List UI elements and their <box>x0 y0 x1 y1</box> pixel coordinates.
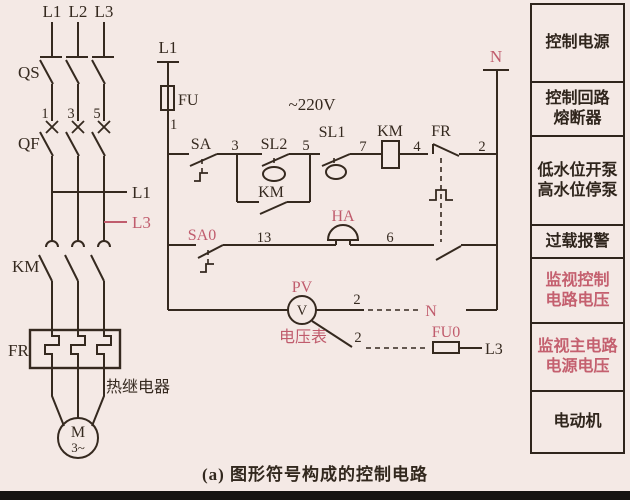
motor-lead-wires <box>51 368 105 427</box>
fr-main-label: FR <box>8 341 29 360</box>
fr-contact-label: FR <box>431 123 451 140</box>
l1-tap-label: L1 <box>132 183 151 202</box>
fu-fuse <box>160 85 175 111</box>
wire-13-label: 13 <box>257 230 272 246</box>
control-l1-label: L1 <box>159 38 178 57</box>
phase-label-l1: L1 <box>43 2 62 21</box>
qs-disconnect-switch <box>39 59 106 121</box>
wire-6-label: 6 <box>386 230 393 246</box>
km-coil-label: KM <box>377 123 403 140</box>
qf-label: QF <box>18 134 40 153</box>
bottom-bar <box>0 491 630 500</box>
fu0-fuse <box>432 341 460 354</box>
wire-2l3-label: 2 <box>354 330 361 346</box>
voltmeter-letter: V <box>297 303 308 319</box>
legend-column: 控制电源 控制回路 熔断器 低水位开泵 高水位停泵 过载报警 监视控制 电路电压… <box>530 3 625 454</box>
fu-label: FU <box>178 92 199 109</box>
ha-alarm-horn <box>327 224 359 245</box>
phase-label-l3: L3 <box>95 2 114 21</box>
neutral-top-label: N <box>490 47 502 66</box>
legend-item-control-fuse: 控制回路 熔断器 <box>532 81 623 135</box>
sa0-switch <box>197 244 224 273</box>
legend-item-monitor-control-voltage: 监视控制 电路电压 <box>532 257 623 322</box>
breaker-cross-marks <box>45 120 111 134</box>
qs-label: QS <box>18 63 40 82</box>
l3-tap-label: L3 <box>132 213 151 232</box>
heater-element <box>70 330 86 368</box>
thermal-relay-box <box>28 328 122 370</box>
wire-7-label: 7 <box>359 139 366 155</box>
manual-operator-icon <box>200 263 214 273</box>
fr-nc-contact <box>432 143 460 157</box>
float-icon <box>262 166 286 182</box>
float-icon <box>325 164 347 180</box>
sl2-label: SL2 <box>261 136 288 153</box>
wire-2-label: 2 <box>478 139 485 155</box>
sa0-label: SA0 <box>188 227 216 244</box>
sa-switch <box>189 153 218 182</box>
motor-phase-label: 3~ <box>71 440 85 455</box>
terminal-1-label: 1 <box>41 106 48 122</box>
wire-1-label: 1 <box>170 117 177 133</box>
km-coil <box>381 140 400 169</box>
fr-alarm-contact <box>435 245 462 261</box>
wire-4-label: 4 <box>413 139 421 155</box>
legend-item-motor: 电动机 <box>532 390 623 452</box>
fu0-label: FU0 <box>432 324 460 341</box>
phase-input-wires <box>51 22 105 57</box>
sl1-float-switch <box>321 153 351 180</box>
neutral-mid-label: N <box>425 303 437 320</box>
main-power-circuit <box>28 22 127 459</box>
km-aux-label: KM <box>258 184 284 201</box>
motor-circle <box>57 417 99 459</box>
manual-operator-icon <box>194 172 208 182</box>
legend-item-control-power: 控制电源 <box>545 34 610 51</box>
ha-label: HA <box>331 208 355 225</box>
l3-out-label: L3 <box>485 341 503 358</box>
legend-item-overload-alarm: 过载报警 <box>532 224 623 257</box>
thermal-relay-name: 热继电器 <box>106 378 170 396</box>
km-main-contacts <box>38 240 111 330</box>
voltage-label: ~220V <box>289 95 337 114</box>
qf-circuit-breaker <box>39 120 111 241</box>
terminal-5-label: 5 <box>93 106 100 122</box>
legend-item-monitor-main-voltage: 监视主电路 电源电压 <box>532 322 623 390</box>
figure-caption: (a) 图形符号构成的控制电路 <box>201 465 429 484</box>
voltmeter-name: 电压表 <box>279 328 327 346</box>
phase-label-l2: L2 <box>69 2 88 21</box>
heater-element <box>44 330 60 368</box>
sl1-label: SL1 <box>319 124 346 141</box>
control-circuit <box>157 61 509 354</box>
km-main-label: KM <box>12 257 39 276</box>
wire-3-label: 3 <box>231 138 238 154</box>
terminal-3-label: 3 <box>67 106 74 122</box>
pv-label: PV <box>292 279 313 296</box>
pv-to-fu0-wire <box>311 320 353 348</box>
km-aux-contact <box>259 201 288 215</box>
motor-letter: M <box>71 424 85 441</box>
fr-trip-icon <box>429 189 453 201</box>
labels: L1 L2 L3 QS 1 3 5 QF L1 L3 KM FR 热继电器 M … <box>8 2 503 455</box>
contact-arcs <box>45 240 111 248</box>
heater-element <box>96 330 112 368</box>
sa-label: SA <box>191 136 212 153</box>
sl2-float-switch <box>261 153 290 182</box>
wire-2n-label: 2 <box>353 292 360 308</box>
wire-5-label: 5 <box>302 138 309 154</box>
fr-thermal-relay <box>28 328 122 370</box>
neutral-bus <box>466 69 509 311</box>
legend-item-water-level: 低水位开泵 高水位停泵 <box>532 135 623 224</box>
km-aux-branch-wire <box>236 154 311 203</box>
